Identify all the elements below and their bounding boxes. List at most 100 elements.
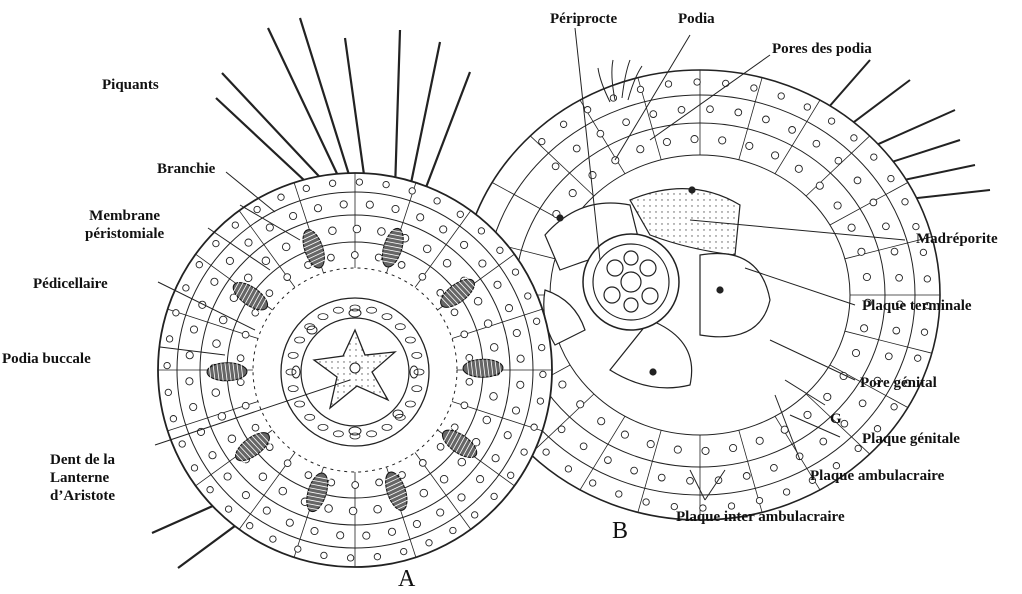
- tubercle: [295, 546, 301, 552]
- tubercle: [723, 80, 729, 86]
- tubercle: [417, 214, 424, 221]
- panel-label-b: B: [612, 522, 628, 540]
- tubercle: [165, 389, 171, 395]
- tubercle: [218, 413, 226, 421]
- tubercle: [450, 527, 456, 533]
- tubercle: [173, 310, 179, 316]
- tubercle: [508, 472, 514, 478]
- tubercle: [893, 327, 900, 334]
- tubercle: [226, 257, 233, 264]
- tubercle: [813, 140, 820, 147]
- tubercle: [314, 205, 321, 212]
- tubercle: [616, 491, 622, 497]
- tubercle: [490, 393, 498, 401]
- tubercle: [647, 441, 654, 448]
- tubercle: [179, 441, 185, 447]
- tubercle: [643, 499, 649, 505]
- tubercle: [209, 452, 216, 459]
- tubercle: [259, 473, 267, 481]
- tubercle: [828, 118, 834, 124]
- tubercle: [512, 269, 518, 275]
- tubercle: [279, 487, 287, 495]
- tubercle: [539, 344, 545, 350]
- tubercle: [378, 228, 386, 236]
- tubercle: [183, 285, 189, 291]
- tubercle: [347, 555, 353, 561]
- tubercle: [409, 188, 415, 194]
- tubercle: [321, 552, 327, 558]
- tubercle: [921, 329, 927, 335]
- tubercle: [190, 403, 197, 410]
- tubercle: [658, 474, 665, 481]
- tubercle: [589, 172, 596, 179]
- tubercle: [694, 79, 700, 85]
- tubercle: [612, 157, 619, 164]
- tubercle: [383, 181, 389, 187]
- tubercle: [559, 381, 566, 388]
- tubercle: [263, 507, 270, 514]
- tubercle: [363, 532, 370, 539]
- tubercle: [902, 199, 908, 205]
- peristome-plate: [382, 314, 392, 320]
- tubercle: [539, 138, 545, 144]
- tubercle: [525, 293, 531, 299]
- tooth-tip: [350, 363, 360, 373]
- label-podia-buccale: Podia buccale: [2, 350, 91, 368]
- tubercle: [423, 245, 431, 253]
- genital-pore: [650, 369, 656, 375]
- tubercle: [674, 446, 681, 453]
- tubercle: [637, 86, 643, 92]
- tubercle: [663, 138, 670, 145]
- tubercle: [504, 432, 511, 439]
- tubercle: [474, 297, 482, 305]
- tubercle: [820, 438, 827, 445]
- tubercle: [466, 378, 473, 385]
- peristome-plate: [367, 431, 377, 437]
- tubercle: [605, 457, 612, 464]
- tubercle: [756, 497, 762, 503]
- tubercle: [242, 331, 249, 338]
- tubercle: [270, 536, 276, 542]
- tubercle: [650, 111, 657, 118]
- tubercle: [861, 325, 868, 332]
- tubercle: [303, 185, 309, 191]
- tubercle: [565, 466, 571, 472]
- label-dent-line-2: Lanterne: [50, 469, 115, 487]
- label-plaque-genitale: Plaque génitale: [862, 430, 960, 448]
- specimen-a: [152, 18, 552, 568]
- tubercle: [242, 492, 249, 499]
- tubercle: [329, 180, 335, 186]
- peristome-plate: [414, 369, 424, 375]
- tubercle: [290, 212, 297, 219]
- tubercle: [913, 223, 919, 229]
- tubercle: [490, 344, 498, 352]
- tubercle: [687, 477, 694, 484]
- genital-pore: [717, 287, 723, 293]
- tubercle: [691, 136, 698, 143]
- periproct: [583, 234, 679, 330]
- tubercle: [186, 378, 193, 385]
- tubercle: [623, 119, 630, 126]
- tubercle: [756, 437, 763, 444]
- label-pedicellaire: Pédicellaire: [33, 275, 108, 293]
- tubercle: [590, 480, 596, 486]
- tubercle: [401, 548, 407, 554]
- tubercle: [848, 224, 855, 231]
- tubercle: [219, 316, 227, 324]
- peristome-plate: [288, 352, 298, 358]
- peristome-plate: [412, 352, 422, 358]
- tubercle: [325, 505, 333, 513]
- tubercle: [305, 472, 312, 479]
- tubercle: [374, 554, 380, 560]
- peristome-plate: [367, 307, 377, 313]
- tubercle: [560, 121, 566, 127]
- tubercle: [213, 340, 221, 348]
- genital-pore: [557, 215, 563, 221]
- tubercle: [521, 449, 527, 455]
- tubercle: [328, 479, 335, 486]
- peristome-plate: [333, 307, 343, 313]
- tubercle: [783, 489, 789, 495]
- tubercle: [533, 318, 539, 324]
- tubercle: [763, 116, 770, 123]
- tubercle: [598, 418, 605, 425]
